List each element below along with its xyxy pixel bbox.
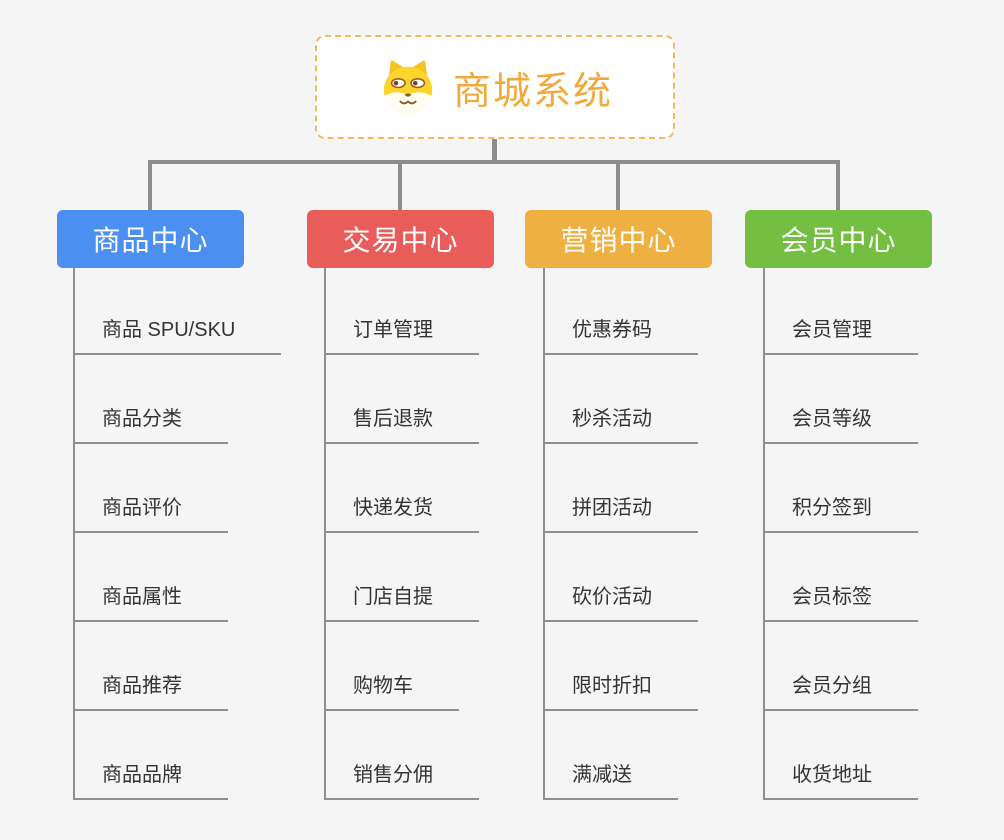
leaf-node[interactable]: 砍价活动 bbox=[545, 583, 698, 622]
leaf-node[interactable]: 售后退款 bbox=[326, 405, 479, 444]
leaf-node[interactable]: 会员分组 bbox=[765, 672, 918, 711]
branch-header-marketing-center[interactable]: 营销中心 bbox=[525, 210, 712, 268]
connector-drop-member bbox=[836, 160, 840, 212]
connector-drop-marketing bbox=[616, 160, 620, 212]
branch-header-member-center[interactable]: 会员中心 bbox=[745, 210, 932, 268]
leaf-node[interactable]: 限时折扣 bbox=[545, 672, 698, 711]
root-title: 商城系统 bbox=[452, 70, 613, 113]
branch-column-product: 商品 SPU/SKU 商品分类 商品评价 商品属性 商品推荐 商品品牌 bbox=[73, 268, 315, 800]
leaf-node[interactable]: 销售分佣 bbox=[326, 761, 479, 800]
connector-trunk bbox=[492, 139, 497, 164]
leaf-node[interactable]: 商品属性 bbox=[75, 583, 228, 622]
leaf-node[interactable]: 商品分类 bbox=[75, 405, 228, 444]
branch-header-trade-center[interactable]: 交易中心 bbox=[307, 210, 494, 268]
leaf-node[interactable]: 满减送 bbox=[545, 761, 678, 800]
leaf-node[interactable]: 会员管理 bbox=[765, 316, 918, 355]
connector-drop-product bbox=[148, 160, 152, 212]
leaf-node[interactable]: 会员标签 bbox=[765, 583, 918, 622]
dog-icon bbox=[377, 59, 439, 115]
leaf-node[interactable]: 商品推荐 bbox=[75, 672, 228, 711]
leaf-node[interactable]: 秒杀活动 bbox=[545, 405, 698, 444]
branch-column-trade: 订单管理 售后退款 快递发货 门店自提 购物车 销售分佣 bbox=[324, 268, 566, 800]
leaf-node[interactable]: 订单管理 bbox=[326, 316, 479, 355]
branch-column-member: 会员管理 会员等级 积分签到 会员标签 会员分组 收货地址 bbox=[763, 268, 1004, 800]
branch-header-product-center[interactable]: 商品中心 bbox=[57, 210, 244, 268]
leaf-node[interactable]: 商品评价 bbox=[75, 494, 228, 533]
root-node[interactable]: 商城系统 bbox=[315, 35, 675, 139]
leaf-node[interactable]: 商品 SPU/SKU bbox=[75, 316, 282, 355]
leaf-node[interactable]: 购物车 bbox=[326, 672, 459, 711]
connector-drop-trade bbox=[398, 160, 402, 212]
branch-column-marketing: 优惠券码 秒杀活动 拼团活动 砍价活动 限时折扣 满减送 bbox=[543, 268, 785, 800]
leaf-node[interactable]: 拼团活动 bbox=[545, 494, 698, 533]
leaf-node[interactable]: 门店自提 bbox=[326, 583, 479, 622]
leaf-node[interactable]: 收货地址 bbox=[765, 761, 918, 800]
leaf-node[interactable]: 优惠券码 bbox=[545, 316, 698, 355]
leaf-node[interactable]: 商品品牌 bbox=[75, 761, 228, 800]
leaf-node[interactable]: 积分签到 bbox=[765, 494, 918, 533]
connector-horizontal bbox=[148, 160, 840, 164]
leaf-node[interactable]: 会员等级 bbox=[765, 405, 918, 444]
leaf-node[interactable]: 快递发货 bbox=[326, 494, 479, 533]
